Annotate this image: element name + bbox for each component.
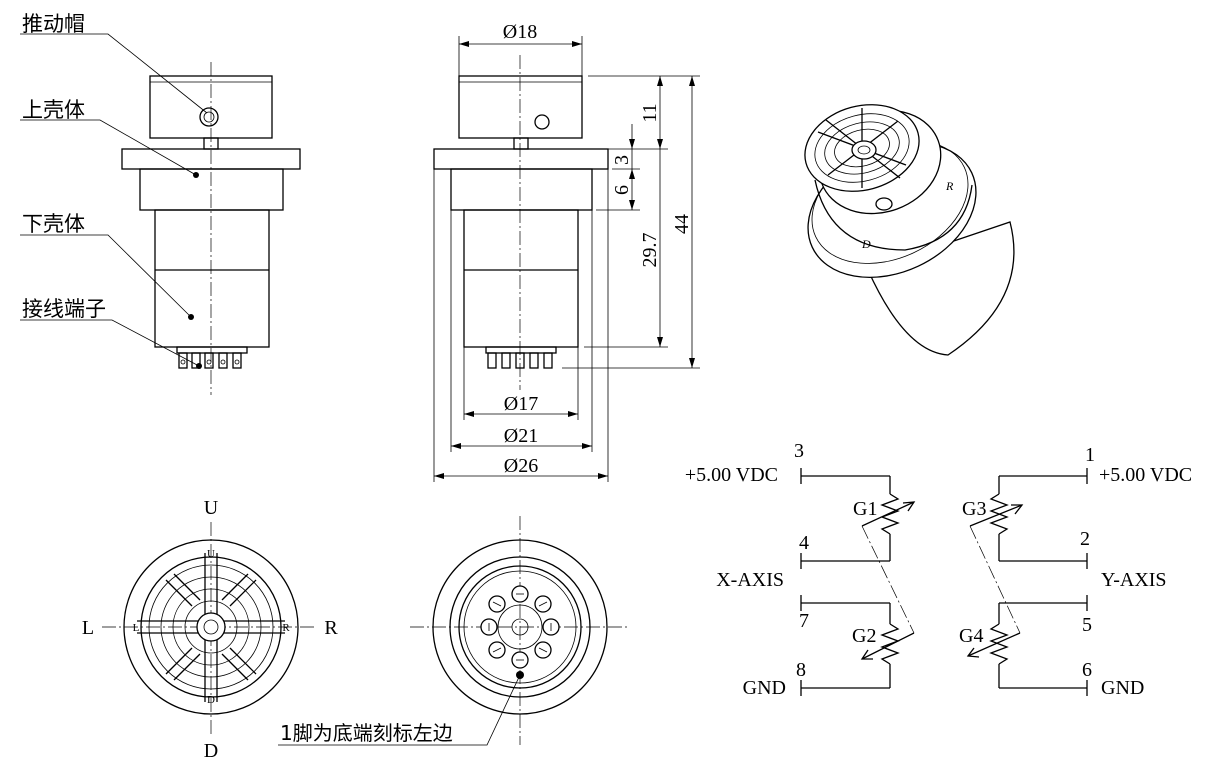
- front-terminals: [176, 346, 248, 369]
- side-terminals: [485, 346, 557, 369]
- dir-left: L: [82, 617, 94, 639]
- iso-d-mark: D: [861, 237, 871, 251]
- y-axis-label: Y-AXIS: [1101, 569, 1167, 591]
- dim-bottom: [433, 169, 609, 482]
- dim-3-label: 3: [611, 155, 633, 165]
- g3-label: G3: [962, 498, 986, 520]
- x-axis-label: X-AXIS: [716, 569, 784, 591]
- dim-d18-label: Ø18: [503, 21, 537, 43]
- g2-label: G2: [852, 625, 876, 647]
- dir-up: U: [204, 497, 219, 519]
- iso-r-mark: R: [945, 179, 954, 193]
- label-upper-shell: 上壳体: [22, 98, 85, 122]
- vdc-left: +5.00 VDC: [685, 464, 778, 486]
- pin-6: 6: [1082, 659, 1092, 681]
- terminal-pins: [480, 585, 560, 669]
- gnd-left: GND: [743, 677, 786, 699]
- dim-d17-label: Ø17: [504, 393, 538, 415]
- g1-label: G1: [853, 498, 877, 520]
- dim-11-label: 11: [639, 103, 661, 122]
- pin-4: 4: [799, 532, 809, 554]
- bottom-view: [278, 516, 628, 746]
- label-push-cap: 推动帽: [22, 12, 85, 36]
- gnd-right: GND: [1101, 677, 1144, 699]
- side-view: [433, 55, 609, 390]
- pin-8: 8: [796, 659, 806, 681]
- mark-r: R: [282, 622, 290, 634]
- dim-44-label: 44: [671, 214, 693, 234]
- label-lower-shell: 下壳体: [22, 212, 85, 236]
- mark-l: L: [133, 622, 140, 634]
- pin-3: 3: [794, 440, 804, 462]
- vdc-right: +5.00 VDC: [1099, 464, 1192, 486]
- label-terminal: 接线端子: [22, 297, 106, 321]
- mark-u: U: [207, 548, 215, 560]
- dim-d26-label: Ø26: [504, 455, 538, 477]
- dim-right: [534, 75, 700, 369]
- dir-down: D: [204, 740, 218, 762]
- isometric-view: R D: [804, 104, 1015, 356]
- pin1-note: 1脚为底端刻标左边: [280, 721, 453, 745]
- dir-right: R: [324, 617, 338, 639]
- pin-5: 5: [1082, 614, 1092, 636]
- mark-d: D: [207, 694, 215, 706]
- dim-29-7-label: 29.7: [639, 233, 661, 268]
- dim-6-label: 6: [611, 185, 633, 195]
- dim-d21-label: Ø21: [504, 425, 538, 447]
- front-view: [20, 33, 301, 395]
- pin-1: 1: [1085, 444, 1095, 466]
- pin-7: 7: [799, 610, 809, 632]
- schematic: [800, 468, 1088, 696]
- dim-d18: [458, 36, 583, 76]
- pin-2: 2: [1080, 528, 1090, 550]
- g4-label: G4: [959, 625, 983, 647]
- top-view: [102, 522, 316, 735]
